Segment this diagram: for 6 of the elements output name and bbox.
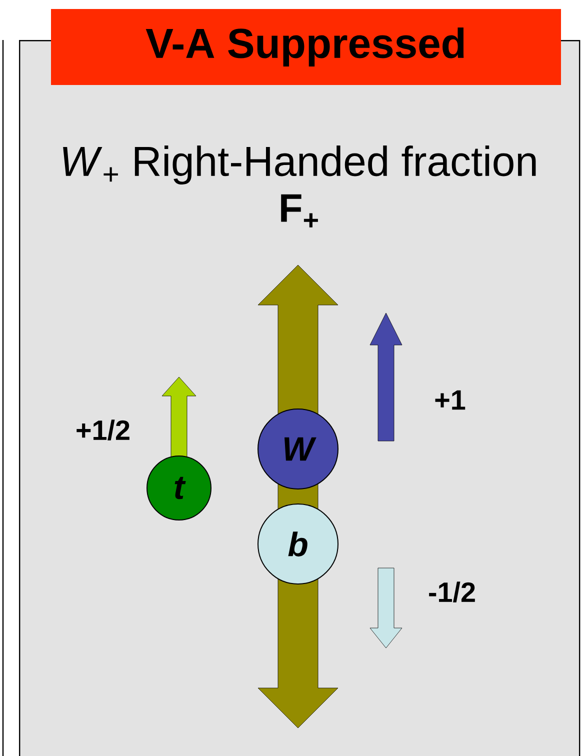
- panel-heading: W$_{+}$ Right-Handed fraction: [63, 146, 536, 184]
- spin-label: +1/2: [76, 420, 130, 440]
- spin-label: +1: [435, 390, 466, 410]
- panel-heading: F$_{+}$: [281, 194, 318, 228]
- spin-label: -1/2: [429, 582, 475, 602]
- title-banner: V-A Suppressed: [51, 9, 561, 85]
